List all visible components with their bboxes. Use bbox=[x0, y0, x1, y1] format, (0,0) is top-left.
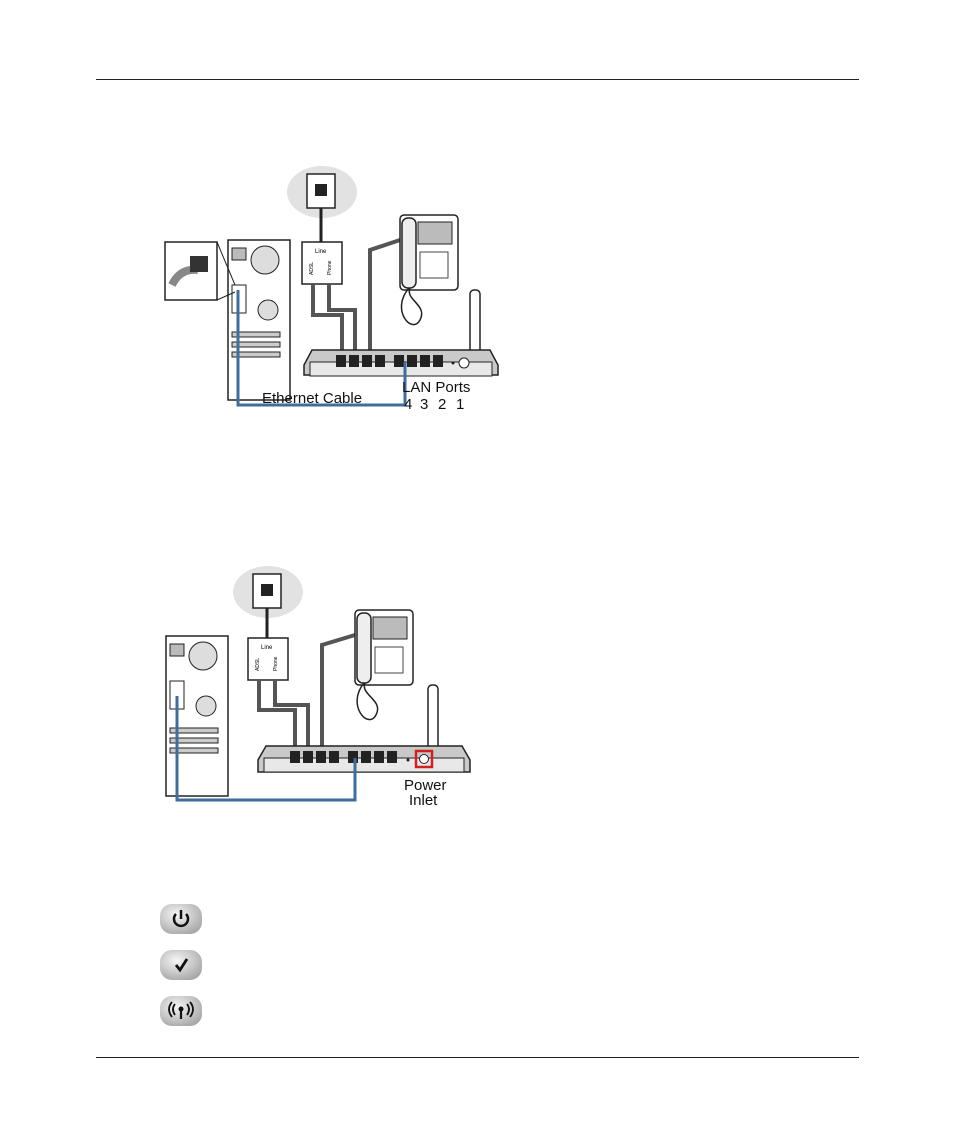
inlet-label: Inlet bbox=[409, 792, 438, 809]
splitter-phone-label: Phone bbox=[327, 260, 333, 275]
port-number-4: 4 bbox=[404, 396, 412, 413]
header-rule bbox=[96, 79, 859, 80]
computer-tower-icon bbox=[166, 636, 228, 796]
splitter-adsl-label: ADSL bbox=[309, 262, 315, 275]
adsl-splitter: Line ADSL Phone bbox=[302, 242, 342, 284]
splitter-phone-label: Phone bbox=[273, 656, 279, 671]
router-icon bbox=[258, 746, 470, 772]
footer-rule bbox=[96, 1057, 859, 1058]
telephone-icon bbox=[355, 610, 413, 720]
telephone-icon bbox=[400, 215, 458, 325]
port-number-3: 3 bbox=[420, 396, 428, 413]
router-icon bbox=[304, 350, 498, 376]
power-led-icon bbox=[158, 902, 204, 936]
wireless-icon bbox=[158, 994, 204, 1028]
figure-ethernet-connection: Line ADSL Phone bbox=[150, 160, 530, 420]
ethernet-cable-label: Ethernet Cable bbox=[262, 390, 362, 407]
port-number-1: 1 bbox=[456, 396, 464, 413]
lan-ports-label: LAN Ports bbox=[402, 379, 470, 396]
splitter-line-label: Line bbox=[261, 645, 273, 651]
test-check-icon bbox=[158, 948, 204, 982]
splitter-line-label: Line bbox=[315, 249, 327, 255]
port-number-2: 2 bbox=[438, 396, 446, 413]
ethernet-port-inset bbox=[165, 242, 235, 300]
figure-power-connection: Line ADSL Phone Power bbox=[150, 560, 480, 810]
adsl-splitter: Line ADSL Phone bbox=[248, 638, 288, 680]
splitter-adsl-label: ADSL bbox=[255, 658, 261, 671]
